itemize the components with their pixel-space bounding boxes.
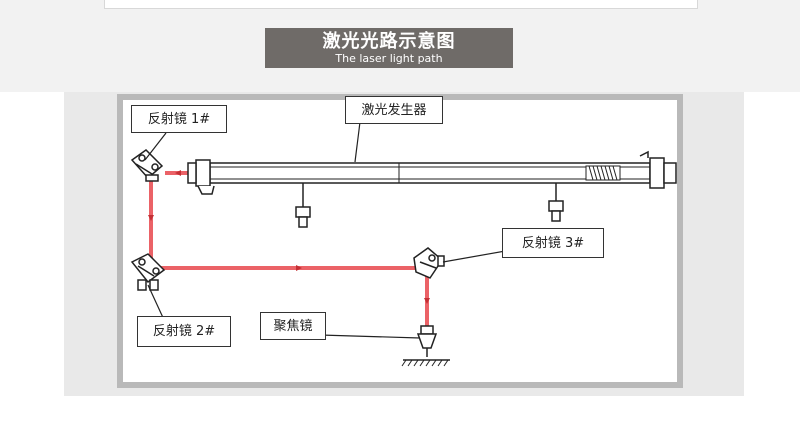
mirror-2 [130, 253, 166, 291]
top-content-box [104, 0, 698, 9]
mirror-1 [130, 149, 164, 182]
title-dot-right: · [450, 34, 455, 50]
focus-lens [416, 325, 438, 357]
leader-mirror2 [147, 284, 166, 323]
label-focus-lens: 聚焦镜 [260, 312, 326, 340]
label-laser-generator: 激光发生器 [345, 96, 443, 124]
arrow-to-mirror1 [175, 170, 181, 176]
label-mirror-2: 反射镜 2# [137, 316, 231, 347]
leader-focus [319, 334, 421, 339]
laser-tube [209, 162, 651, 184]
leader-mirror1 [144, 132, 167, 161]
arrow-to-mirror3 [296, 265, 302, 271]
title-dot-left: · [323, 34, 328, 50]
work-table [401, 359, 450, 367]
laser-generator [187, 150, 677, 228]
page-subtitle: The laser light path [335, 52, 443, 65]
mirror-3 [413, 247, 445, 279]
arrow-to-mirror2 [148, 215, 154, 221]
label-mirror-3: 反射镜 3# [502, 228, 604, 258]
page-title: 激光光路示意图 [322, 31, 456, 52]
label-mirror-1: 反射镜 1# [131, 105, 227, 133]
title-banner: · 激光光路示意图 · The laser light path [265, 28, 513, 68]
tube-support-right [548, 183, 564, 222]
arrow-to-focus [424, 298, 430, 304]
tube-support-left [295, 183, 311, 228]
leader-mirror3 [442, 249, 512, 263]
callout-leaders [144, 121, 512, 339]
tube-coil [585, 165, 621, 181]
leader-generator [354, 121, 361, 163]
beam-arrows [148, 170, 430, 304]
